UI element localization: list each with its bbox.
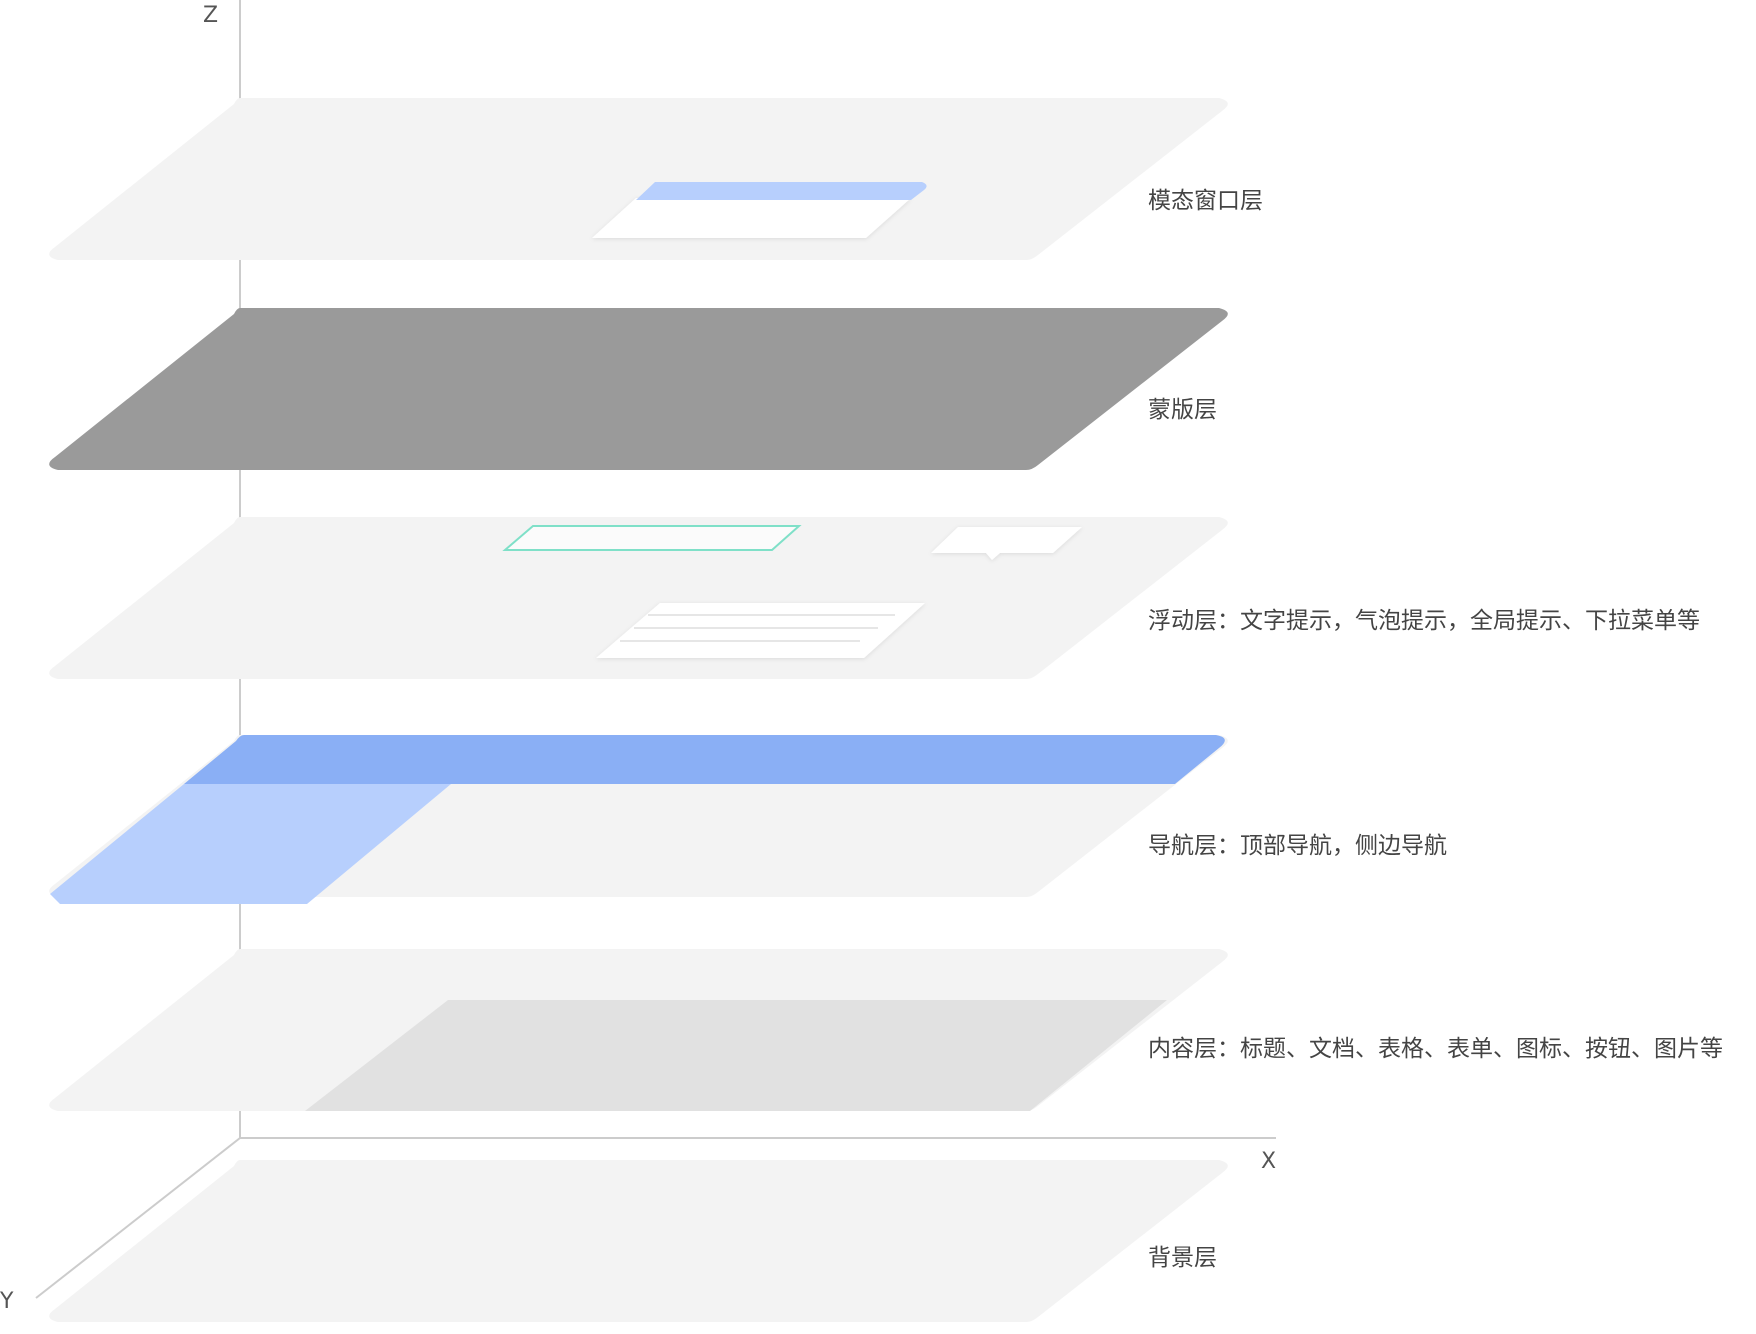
background-plane xyxy=(49,1160,1228,1322)
content-layer xyxy=(49,949,1228,1111)
nav-layer-label: 导航层：顶部导航，侧边导航 xyxy=(1148,833,1447,859)
y-axis-line xyxy=(35,1137,241,1299)
modal-window-header xyxy=(636,182,927,200)
modal-layer-label: 模态窗口层 xyxy=(1148,188,1263,214)
float-plane xyxy=(49,517,1228,679)
float-layer xyxy=(49,517,1228,679)
top-nav-block xyxy=(184,735,1225,784)
nav-layer xyxy=(49,735,1228,904)
modal-plane xyxy=(49,98,1228,260)
dropdown-menu xyxy=(596,603,925,658)
side-nav-block xyxy=(50,784,451,904)
global-toast xyxy=(502,525,802,551)
mask-layer xyxy=(49,308,1228,470)
y-axis-label: Y xyxy=(0,1289,14,1314)
mask-layer-label: 蒙版层 xyxy=(1148,397,1217,423)
background-layer-label: 背景层 xyxy=(1148,1245,1217,1271)
layer-labels: 模态窗口层 蒙版层 浮动层：文字提示，气泡提示，全局提示、下拉菜单等 导航层：顶… xyxy=(1148,188,1723,1271)
content-block xyxy=(305,1000,1167,1111)
x-axis-label: X xyxy=(1261,1149,1276,1174)
background-layer xyxy=(49,1160,1228,1322)
modal-layer xyxy=(49,98,1228,260)
float-layer-label: 浮动层：文字提示，气泡提示，全局提示、下拉菜单等 xyxy=(1148,608,1700,634)
content-layer-label: 内容层：标题、文档、表格、表单、图标、按钮、图片等 xyxy=(1148,1036,1723,1062)
bubble-tooltip xyxy=(931,527,1082,560)
mask-plane xyxy=(49,308,1228,470)
z-axis-label: Z xyxy=(203,3,218,28)
modal-window-body xyxy=(592,198,911,238)
